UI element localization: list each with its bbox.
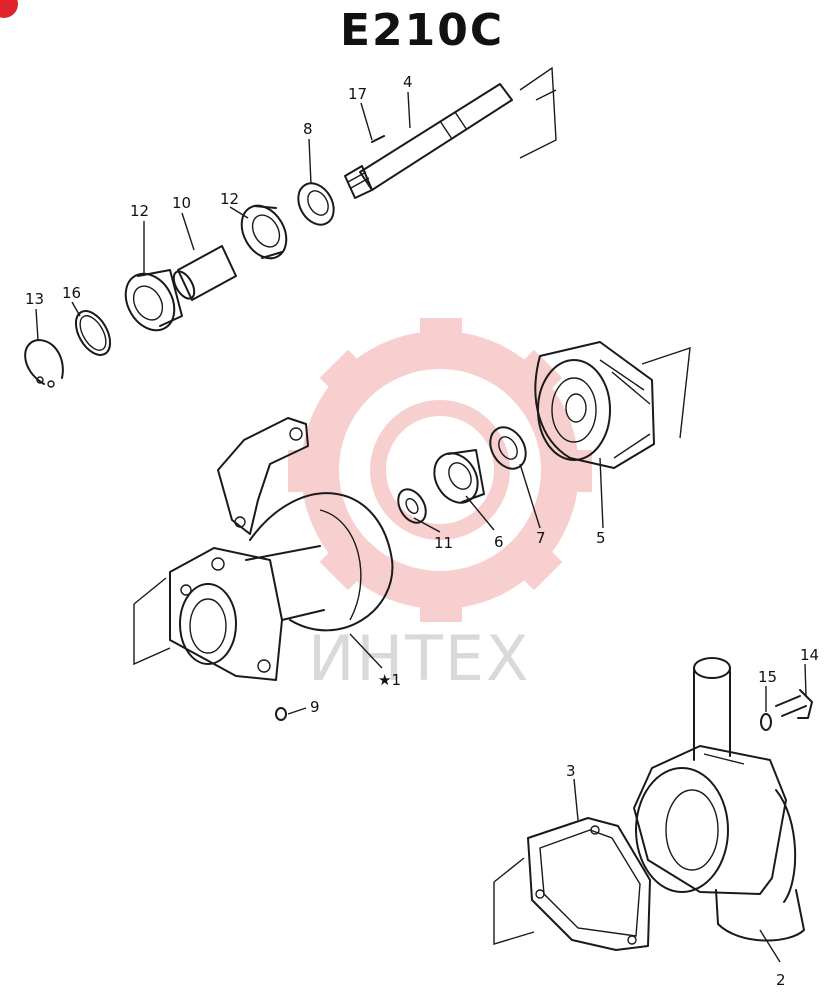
label-14: 14 (800, 646, 819, 664)
part-1-pump-body (133, 417, 394, 681)
part-17-pin (371, 135, 385, 143)
label-3: 3 (566, 762, 576, 780)
part-13-snap-ring (24, 339, 64, 388)
label-15: 15 (758, 668, 777, 686)
part-7-seal (489, 426, 527, 470)
label-10: 10 (172, 194, 191, 212)
label-5: 5 (596, 529, 606, 547)
part-16-washer (74, 310, 112, 356)
part-12-bearing-lower (124, 269, 183, 332)
part-5-impeller (534, 341, 691, 469)
part-10-spacer (172, 245, 237, 301)
watermark-gear (288, 318, 592, 622)
part-9-plug (275, 707, 287, 721)
part-8-seal (297, 182, 335, 226)
label-17: 17 (348, 85, 367, 103)
label-16: 16 (62, 284, 81, 302)
label-11: 11 (434, 534, 453, 552)
part-4-shaft (344, 66, 557, 199)
label-6: 6 (494, 533, 504, 551)
part-12-bearing-upper (240, 204, 288, 260)
label-1: ★1 (378, 671, 401, 689)
label-7: 7 (536, 529, 546, 547)
label-4: 4 (403, 73, 413, 91)
watermark-text: ИНТЕХ (308, 622, 531, 695)
corner-badge (0, 0, 18, 18)
label-9: 9 (310, 698, 320, 716)
part-15-washer (760, 713, 772, 731)
label-2: 2 (776, 971, 786, 989)
part-6-mech-seal (433, 449, 485, 504)
label-13: 13 (25, 290, 44, 308)
label-8: 8 (303, 120, 313, 138)
label-12-b: 12 (220, 190, 239, 208)
part-3-gasket (493, 817, 651, 951)
diagram-title: E210C (340, 5, 504, 56)
leader-lines (35, 91, 807, 963)
part-2-pump-cover (633, 657, 805, 942)
label-12-a: 12 (130, 202, 149, 220)
